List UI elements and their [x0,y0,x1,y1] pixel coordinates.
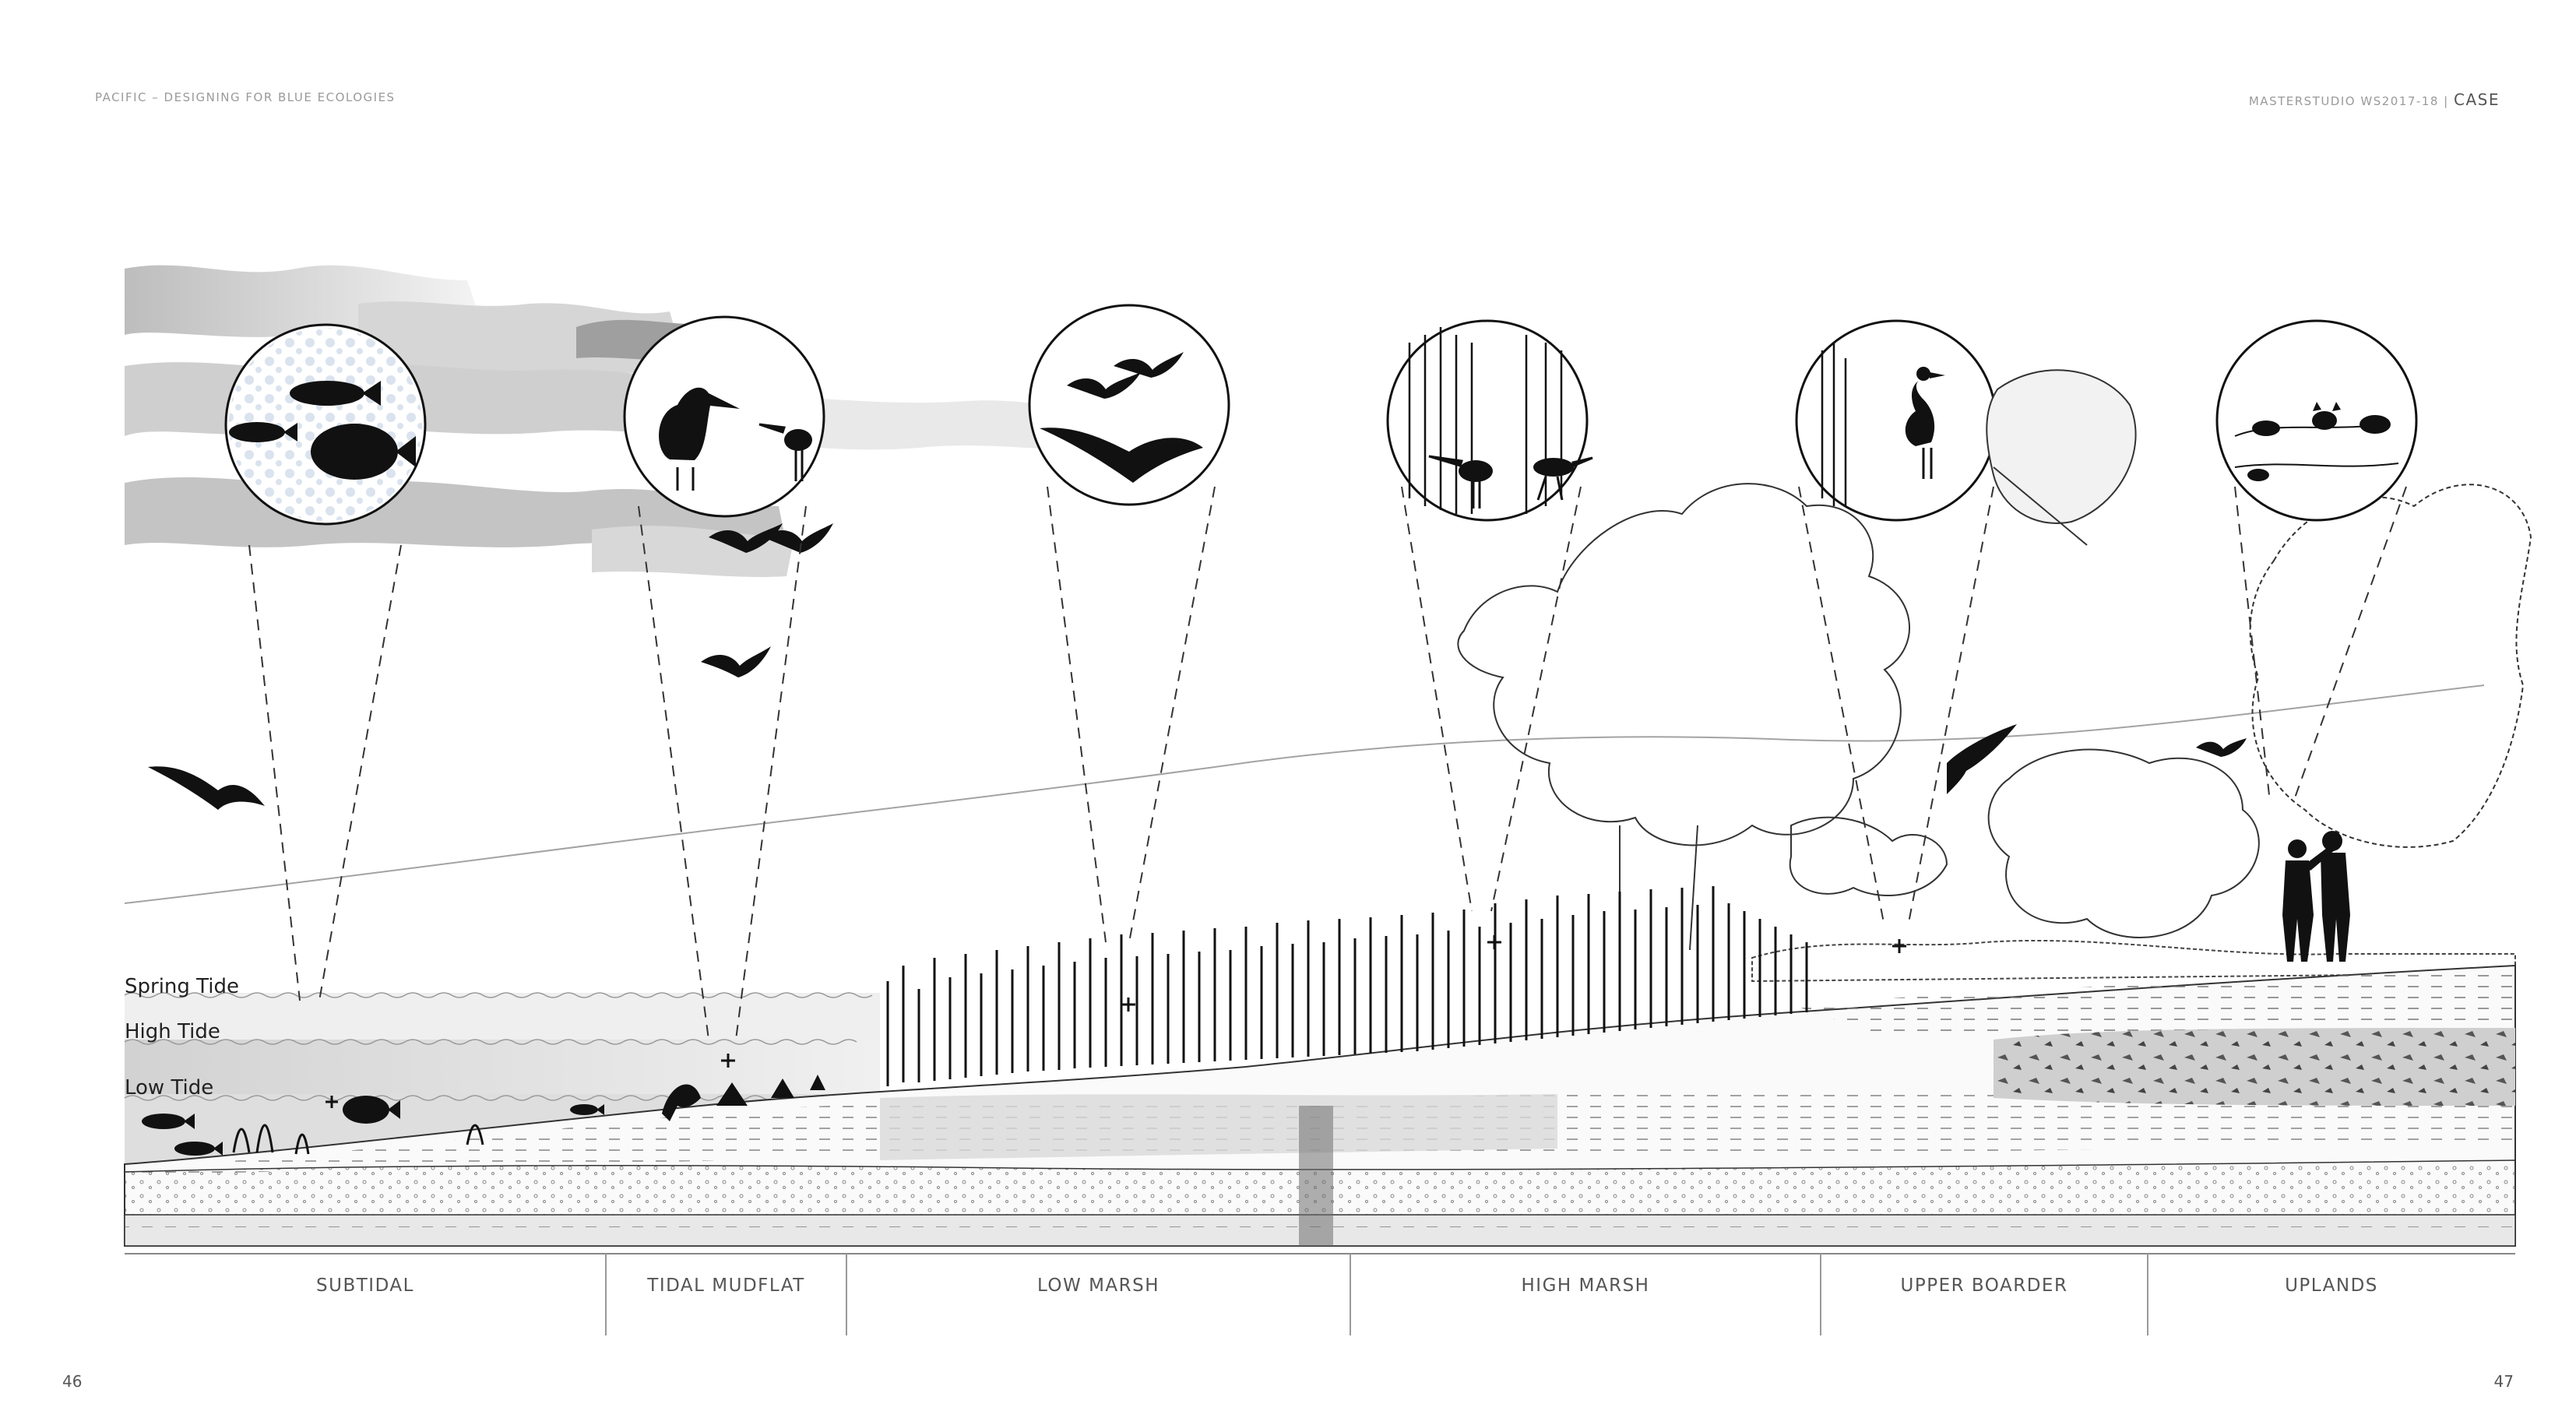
lowmarsh-birds-vignette [1028,304,1230,506]
mudflat-pelican-vignette [623,315,825,518]
section-tag: CASE [2454,90,2500,109]
zone-label-high-marsh: HIGH MARSH [1521,1276,1650,1296]
spring-tide-label: Spring Tide [125,975,239,998]
page-number-left: 46 [62,1372,83,1391]
zone-label-uplands: UPLANDS [2285,1276,2378,1296]
fish-icon [229,381,416,480]
highmarsh-shorebird-vignette [1386,319,1593,522]
studio-name: MASTERSTUDIO WS2017-18 [2248,94,2439,108]
zone-dividers [125,1253,2515,1335]
subtidal-fish-vignette [224,323,427,526]
header-separator: | [2444,94,2449,108]
zone-label-tidal-mudflat: TIDAL MUDFLAT [647,1276,805,1296]
ground-layers [124,964,2516,1247]
reed-grass [886,886,1808,1086]
heron-icon [1905,367,1945,479]
low-tide-label: Low Tide [125,1076,214,1100]
people-silhouettes [2282,831,2350,962]
page-number-right: 47 [2493,1372,2514,1391]
mammal-icon [2247,402,2391,481]
shorebird-icon [1428,455,1593,508]
tree-outlines [1457,483,2532,951]
flying-bird-icon [1040,352,1203,483]
publication-title: PACIFIC – DESIGNING FOR BLUE ECOLOGIES [95,90,396,104]
high-tide-label: High Tide [125,1020,220,1043]
flying-birds [148,523,2247,810]
skyline-curve [124,684,2485,904]
reed-icon [1408,327,1563,514]
zone-label-upper-boarder: UPPER BOARDER [1900,1276,2068,1296]
subtidal-creatures [142,1075,825,1156]
studio-header: MASTERSTUDIO WS2017-18 | CASE [2249,90,2500,109]
zone-label-subtidal: SUBTIDAL [316,1276,414,1296]
plus-markers [326,935,1906,1108]
leader-lines [248,486,2407,1040]
zone-label-low-marsh: LOW MARSH [1036,1276,1160,1296]
upperborder-heron-vignette [1795,319,2137,546]
uplands-mammals-vignette [2215,319,2418,522]
pelican-icon [659,387,812,491]
